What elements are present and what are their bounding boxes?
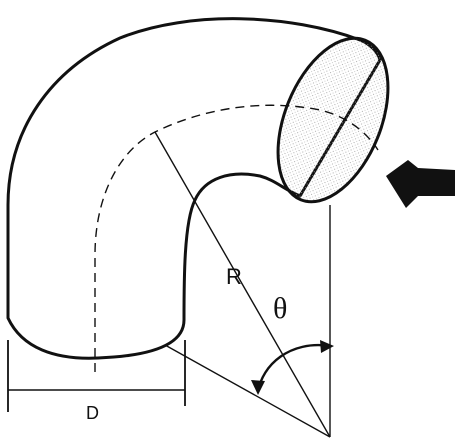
angle-arc [256, 343, 331, 393]
lower-reference-line [164, 344, 331, 438]
pipe-centerline-dashed [94, 104, 379, 372]
angle-arrowhead-lower [251, 380, 265, 395]
flow-direction-arrow [386, 160, 455, 208]
radius-line [154, 131, 331, 438]
angle-arrowhead-upper [320, 340, 334, 353]
diameter-label: D [86, 403, 99, 423]
radius-label: R [226, 264, 242, 289]
pipe-opening-ellipse [276, 36, 390, 204]
angle-label: θ [273, 292, 287, 325]
